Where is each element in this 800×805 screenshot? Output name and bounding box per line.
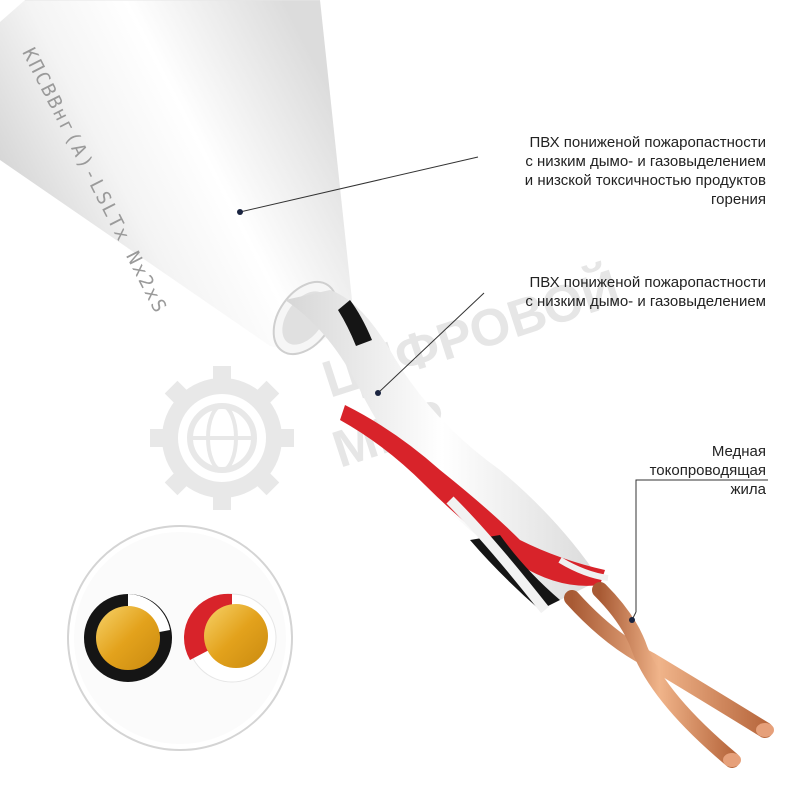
gear-globe-icon [150, 366, 294, 510]
callout-copper-line-2: токопроводящая [649, 462, 766, 479]
dot-outer-sheath [237, 209, 243, 215]
callout-outer-line-3: и низской токсичностью продуктов [524, 172, 766, 189]
callout-outer-line-1: ПВХ пониженой пожаропастности [529, 134, 766, 151]
leader-outer-sheath [239, 156, 479, 213]
callout-copper-line-3: жила [730, 481, 766, 498]
leader-inner-insulation [377, 292, 485, 394]
copper-wire-1 [564, 590, 773, 738]
callout-outer-line-4: горения [711, 191, 766, 208]
cross-section-black-core [84, 594, 172, 682]
callout-outer-line-2: с низким дымо- и газовыделением [525, 153, 766, 170]
cross-section [67, 525, 293, 751]
leader-copper [635, 479, 768, 612]
callout-copper-line-1: Медная [711, 443, 766, 460]
copper-wire-2 [592, 582, 740, 768]
outer-sheath: КПСВВнг(А)-LSLTx Nx2xS [0, 0, 352, 356]
callout-outer-sheath: ПВХ пониженой пожаропастности с низким д… [525, 133, 766, 209]
leader-lines [237, 156, 768, 623]
dot-inner-insulation [375, 390, 381, 396]
copper-conductors [564, 582, 774, 768]
red-core-stripe [340, 405, 605, 586]
callout-inner-line-1: ПВХ пониженой пожаропастности [529, 274, 766, 291]
black-core-stripe [338, 300, 372, 346]
callout-inner-insulation: ПВХ пониженой пожаропастности с низким д… [525, 273, 766, 311]
callout-copper-conductor: Медная токопроводящая жила [650, 442, 766, 499]
dot-copper [629, 617, 635, 623]
twisted-cores [285, 290, 609, 614]
callout-inner-line-2: с низким дымо- и газовыделением [525, 293, 766, 310]
cross-section-red-core [183, 593, 277, 683]
